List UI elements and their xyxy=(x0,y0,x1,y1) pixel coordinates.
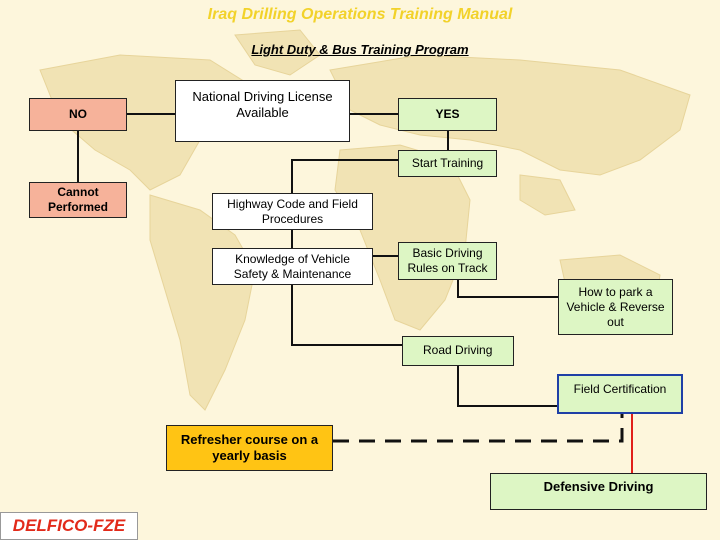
page-title: Iraq Drilling Operations Training Manual xyxy=(207,6,513,23)
company-logo: DELFICO-FZE xyxy=(0,512,138,540)
node-cannot-performed: Cannot Performed xyxy=(29,182,127,218)
connector-road-certification xyxy=(457,366,557,407)
node-yes: YES xyxy=(398,98,497,131)
node-start-training: Start Training xyxy=(398,150,497,177)
connector-knowledge-road xyxy=(291,285,402,346)
node-refresher-course: Refresher course on a yearly basis xyxy=(166,425,333,471)
node-no: NO xyxy=(29,98,127,131)
node-road-driving: Road Driving xyxy=(402,336,514,366)
program-subtitle: Light Duty & Bus Training Program xyxy=(251,42,469,57)
node-basic-driving: Basic Driving Rules on Track xyxy=(398,242,497,280)
connector-start-highway xyxy=(291,159,398,193)
node-knowledge-vehicle: Knowledge of Vehicle Safety & Maintenanc… xyxy=(212,248,373,285)
node-defensive-driving: Defensive Driving xyxy=(490,473,707,510)
node-field-certification: Field Certification xyxy=(557,374,683,414)
connector-basic-park xyxy=(457,280,558,298)
node-license-available: National Driving License Available xyxy=(175,80,350,142)
node-park-vehicle: How to park a Vehicle & Reverse out xyxy=(558,279,673,335)
node-highway-code: Highway Code and Field Procedures xyxy=(212,193,373,230)
connector-refresher-certification xyxy=(333,414,624,443)
